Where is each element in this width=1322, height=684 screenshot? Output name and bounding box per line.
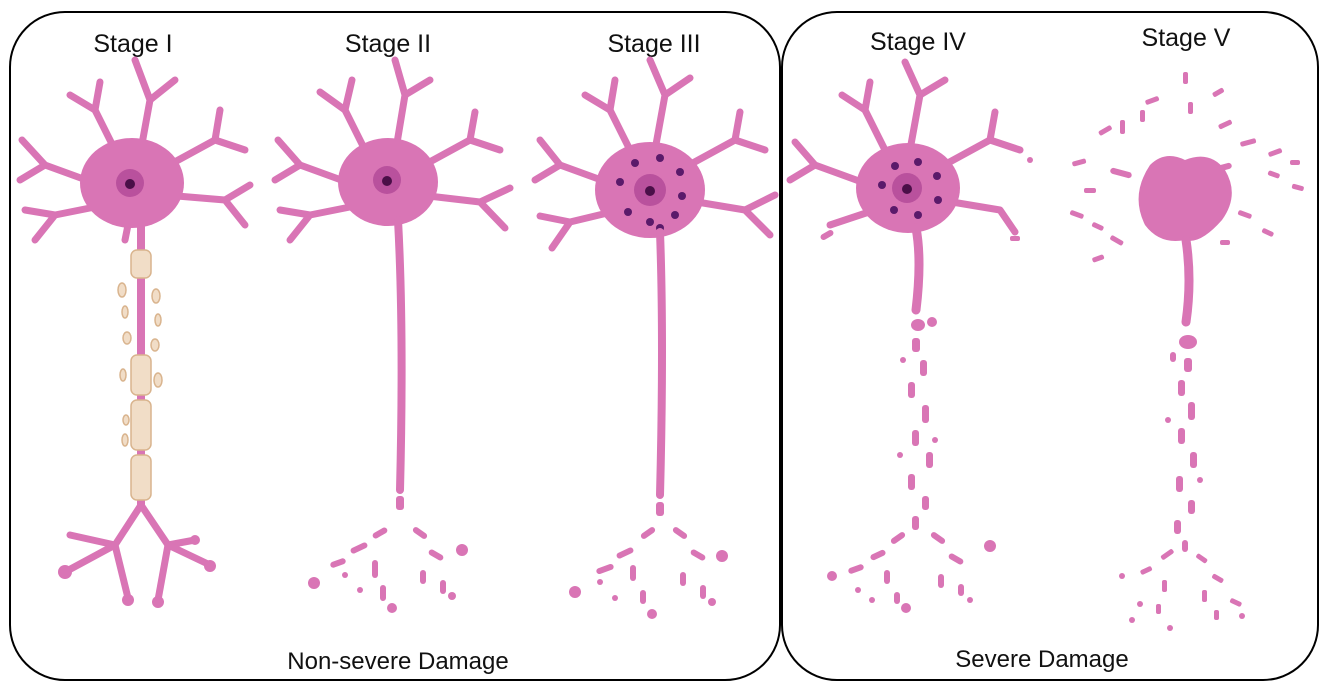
nucleolus [645,186,655,196]
nucleolus [125,179,135,189]
nucleolus [382,176,392,186]
myelin-sheath [131,250,151,278]
myelin-sheath [131,355,151,395]
stage-3-label: Stage III [607,30,700,58]
axon-stump [1186,240,1189,322]
myelin-sheath [131,455,151,500]
stage-5-label: Stage V [1142,24,1231,52]
non-severe-damage-label: Non-severe Damage [287,648,508,675]
axon [398,220,402,490]
stage-4-label: Stage IV [870,28,966,56]
stage-2-label: Stage II [345,30,431,58]
nucleolus [902,184,912,194]
axon-stump [916,228,919,310]
severe-damage-label: Severe Damage [955,646,1128,673]
axon [660,232,662,495]
myelin-sheath [131,400,151,450]
stage-1-label: Stage I [93,30,172,58]
